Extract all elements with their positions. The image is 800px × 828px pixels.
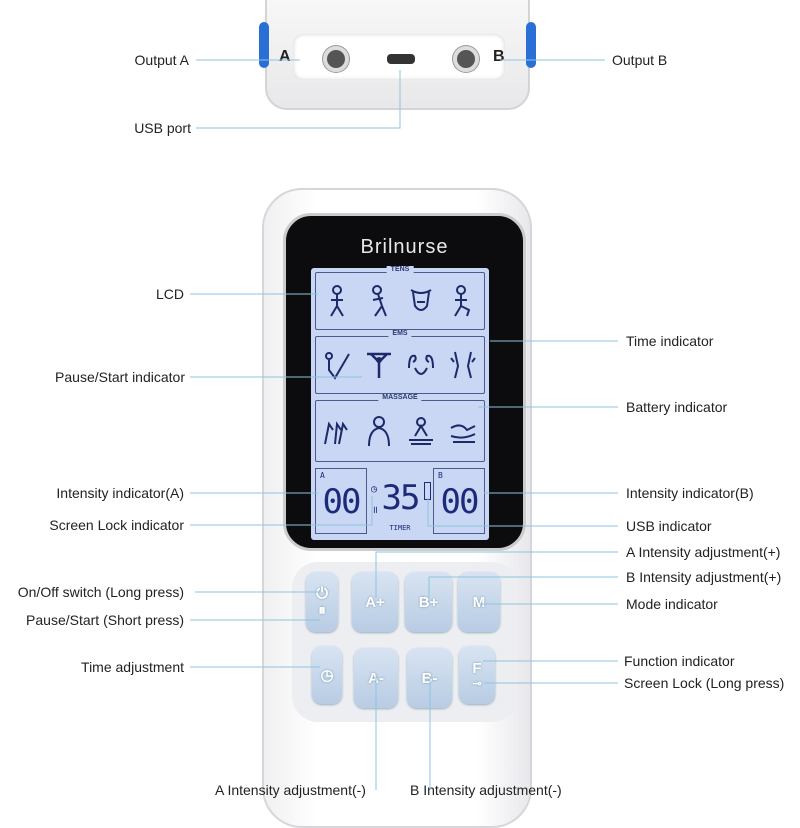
upper-body-icon (368, 416, 390, 447)
pause-start-indicator: ॥ (372, 505, 378, 516)
lcd-display: TENS EMS MASSAGE A 00 ◷ ॥ 35 (311, 266, 489, 540)
label-screen-lock: Screen Lock (Long press) (624, 675, 785, 691)
pause-icon: ⏸ (318, 602, 326, 619)
label-time-indicator: Time indicator (626, 333, 714, 349)
foot-massage-icon (450, 424, 476, 443)
clock-icon: ◷ (371, 484, 378, 495)
mode-button[interactable]: M (458, 572, 500, 632)
label-output-b: Output B (612, 52, 668, 68)
intensity-b-value: 00 (440, 482, 480, 522)
port-a-letter: A (279, 48, 291, 65)
label-lcd: LCD (155, 286, 184, 302)
power-icon: ⏻ (316, 585, 328, 602)
usb-port[interactable] (387, 54, 415, 64)
label-mode-indicator: Mode indicator (626, 596, 718, 612)
intensity-b-display: B 00 (433, 468, 485, 534)
intensity-a-display: A 00 (315, 468, 367, 534)
hands-massage-icon (324, 421, 348, 445)
b-plus-button[interactable]: B+ (405, 572, 452, 632)
label-pause-start: Pause/Start (Short press) (26, 612, 184, 628)
label-b-intensity-minus: B Intensity adjustment(-) (410, 782, 562, 798)
lcd-section-ems: EMS (315, 330, 485, 394)
label-time-adjustment: Time adjustment (81, 659, 184, 675)
function-lock-button[interactable]: F⊸ (459, 646, 495, 704)
label-function-indicator: Function indicator (624, 653, 735, 669)
output-a-tab (259, 22, 269, 68)
label-on-off-switch: On/Off switch (Long press) (17, 584, 184, 600)
section-title: EMS (388, 330, 412, 337)
label-a-intensity-plus: A Intensity adjustment(+) (626, 544, 781, 560)
timer-value: 35 (381, 478, 421, 518)
device-top-view: A B (259, 0, 536, 110)
muscle-arms-icon (408, 354, 434, 375)
label-pause-start-indicator: Pause/Start indicator (55, 369, 185, 385)
label-b-intensity-plus: B Intensity adjustment(+) (626, 569, 782, 585)
timer-display: ◷ ॥ 35 TIMER (369, 468, 431, 534)
label-output-a: Output A (134, 52, 189, 68)
on-off-pause-button[interactable]: ⏻⏸ (306, 572, 338, 632)
brand-logo: Brilnurse (360, 236, 449, 258)
label-intensity-indicator-b: Intensity indicator(B) (626, 485, 754, 501)
label-intensity-indicator-a: Intensity indicator(A) (56, 485, 184, 501)
stretch-figure-icon (325, 352, 350, 380)
keypad: ⏻⏸ A+ B+ M ◷ A- B- F⊸ (292, 562, 518, 722)
back-pain-figure-icon (372, 285, 387, 317)
label-usb-indicator: USB indicator (626, 518, 712, 534)
b-minus-button[interactable]: B- (407, 648, 452, 708)
label-screen-lock-indicator: Screen Lock indicator (49, 517, 184, 533)
label-battery-indicator: Battery indicator (626, 399, 728, 415)
a-minus-button[interactable]: A- (354, 648, 398, 708)
time-button[interactable]: ◷ (312, 646, 342, 704)
lcd-section-massage: MASSAGE (315, 394, 485, 462)
output-b-tab (526, 22, 536, 68)
lock-key-icon: ⊸ (472, 678, 482, 690)
port-b-letter: B (493, 48, 505, 65)
label-usb-port: USB port (134, 120, 191, 136)
output-a-jack[interactable] (323, 46, 349, 72)
label-a-intensity-minus: A Intensity adjustment(-) (215, 782, 366, 798)
timer-label: TIMER (389, 524, 411, 532)
knee-pain-figure-icon (454, 285, 471, 317)
pain-figure-icon (330, 285, 344, 317)
channel-b-indicator: B (438, 471, 443, 480)
channel-a-indicator: A (320, 471, 325, 480)
abdomen-icon (410, 289, 432, 311)
waist-icon (450, 351, 476, 379)
massage-table-icon (409, 417, 433, 445)
section-title: TENS (386, 266, 414, 273)
intensity-a-value: 00 (322, 482, 362, 522)
section-title: MASSAGE (378, 394, 422, 401)
function-letter: F (472, 660, 482, 677)
output-b-jack[interactable] (453, 46, 479, 72)
a-plus-button[interactable]: A+ (352, 572, 398, 632)
lcd-section-tens: TENS (315, 266, 485, 330)
port-panel: A B (279, 34, 505, 80)
weightlifter-icon (367, 352, 391, 378)
battery-indicator (424, 482, 431, 500)
